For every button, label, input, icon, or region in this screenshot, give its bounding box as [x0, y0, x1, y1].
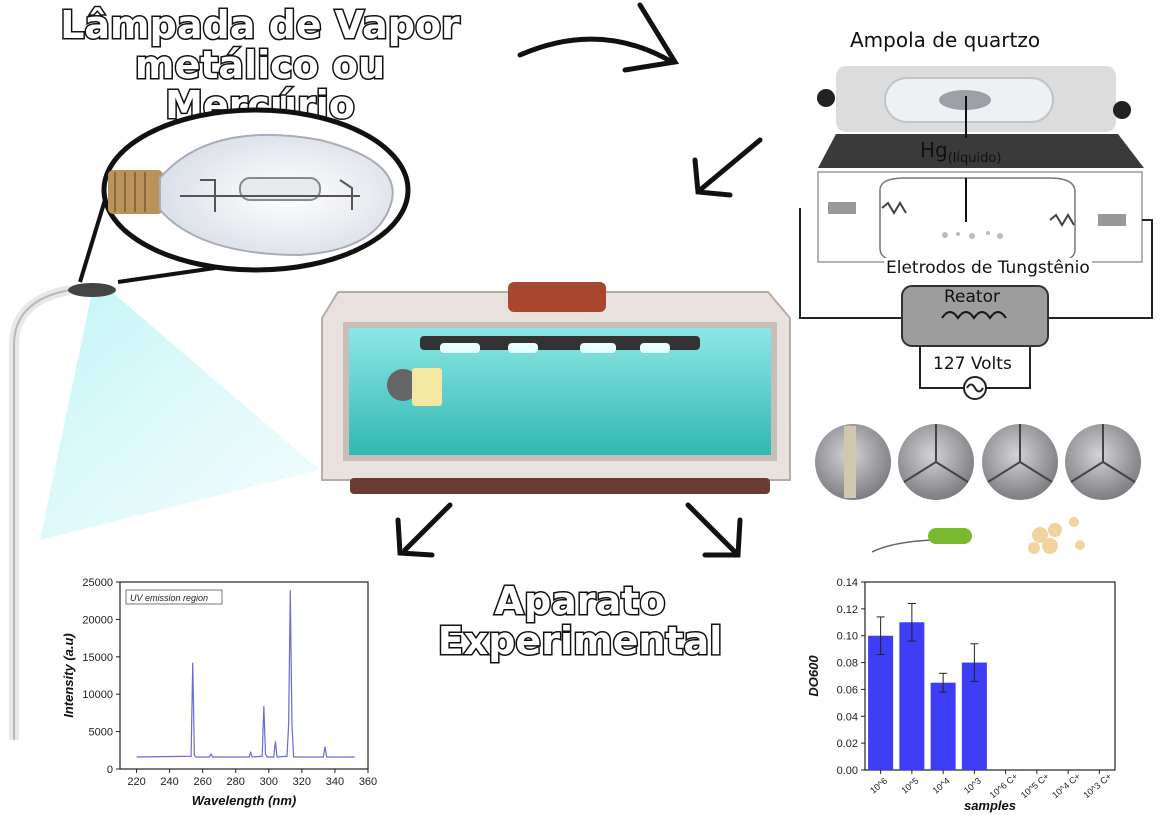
x-tick-label: 340	[326, 776, 344, 788]
electrodes-label: Eletrodos de Tungstênio	[884, 258, 1092, 278]
spectrum-chart: 220 240 260 280 300 320 340 360 0 5000 10000 15000 2…	[61, 577, 377, 808]
x-tick-label: 260	[193, 776, 211, 788]
x-tick-label: 10^4	[931, 776, 952, 796]
x-axis-label: Wavelength (nm)	[192, 793, 297, 808]
x-axis-label: samples	[964, 798, 1016, 813]
y-tick-label: 0.12	[837, 604, 858, 616]
down-left-arrow-icon	[395, 502, 453, 558]
coil-icon	[941, 311, 1007, 320]
x-tick-label: 10^6	[868, 776, 889, 796]
y-tick-label: 0	[107, 764, 113, 776]
apparatus-title-line1: Aparato	[493, 579, 667, 623]
bacterium-icon	[871, 528, 972, 553]
y-tick-label: 0.06	[837, 684, 858, 696]
x-tick-label: 320	[293, 776, 311, 788]
lamp-title-line1: Lâmpada de Vapor	[59, 3, 462, 47]
quartz-ampoule-photo	[817, 66, 1144, 168]
curved-arrow-icon	[517, 2, 680, 73]
y-tick-label: 0.00	[837, 765, 858, 777]
hg-label-subscript: (líquido)	[947, 151, 1002, 166]
voltage-label: 127 Volts	[933, 354, 1012, 374]
y-tick-label: 25000	[82, 577, 113, 589]
bar	[899, 622, 925, 770]
od-bar-chart: 0.00 0.02 0.04 0.06 0.08 0.10 0.12 0.14 10^6 10^5…	[806, 577, 1116, 813]
x-tick-label: 360	[359, 776, 377, 788]
street-lamp-icon	[9, 283, 320, 740]
y-tick-label: 0.02	[837, 738, 858, 750]
reactor-label: Reator	[944, 287, 1000, 307]
y-tick-label: 15000	[82, 652, 113, 664]
hg-label-text: Hg	[920, 138, 948, 162]
yeast-cells-icon	[1028, 517, 1085, 554]
x-tick-label: 10^5	[899, 776, 920, 796]
annotation-text: UV emission region	[130, 593, 208, 603]
y-axis-label: Intensity (a.u)	[61, 633, 76, 718]
apparatus-title-line2: Experimental	[436, 618, 723, 663]
bar	[868, 635, 894, 770]
y-tick-label: 0.10	[837, 631, 858, 643]
hg-label: Hg(líquido)	[920, 138, 1001, 166]
x-tick-label: 280	[227, 776, 245, 788]
lamp-title: Lâmpada de Vapor metálico ou Mercúrio	[40, 3, 480, 127]
down-left-arrow-icon	[692, 137, 763, 198]
apparatus-title: Aparato Experimental	[420, 579, 740, 663]
y-tick-label: 5000	[89, 727, 113, 739]
x-tick-label: 10^3 C+	[1081, 771, 1113, 800]
x-tick-label: 10^4 C+	[1050, 771, 1082, 800]
lamp-bulb-zoom	[78, 107, 411, 284]
x-tick-label: 300	[260, 776, 278, 788]
annotation-box	[125, 589, 223, 605]
plot-frame	[119, 581, 369, 770]
x-tick-label: 10^5 C+	[1019, 771, 1051, 800]
uv-chamber-box	[321, 282, 791, 494]
y-tick-label: 20000	[82, 614, 113, 626]
y-tick-label: 0.14	[837, 577, 858, 589]
x-tick-label: 240	[160, 776, 178, 788]
y-tick-label: 0.08	[837, 658, 858, 670]
ampoule-label: Ampola de quartzo	[850, 28, 1041, 52]
y-tick-label: 0.04	[837, 711, 858, 723]
y-axis-label: DO600	[806, 655, 821, 697]
bar	[930, 682, 956, 770]
petri-dishes	[815, 424, 1141, 500]
x-tick-label: 10^6 C+	[988, 771, 1020, 800]
lamp-circuit-diagram	[799, 96, 1153, 389]
spectrum-series-line	[136, 590, 355, 758]
down-right-arrow-icon	[685, 502, 743, 558]
y-tick-label: 10000	[82, 689, 113, 701]
x-tick-label: 10^3	[962, 776, 983, 796]
x-tick-label: 220	[127, 776, 145, 788]
mercury-droplets	[942, 231, 1003, 239]
